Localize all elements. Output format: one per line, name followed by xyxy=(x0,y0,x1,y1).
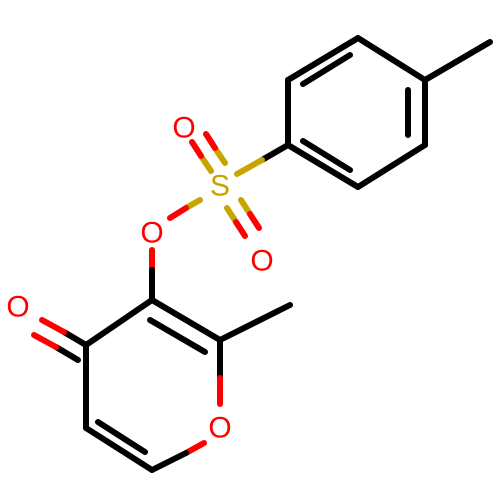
atom-oxygen-ring: O xyxy=(208,412,231,445)
bond-ring-a-inner-2 xyxy=(300,138,353,173)
bond-c6-c5 xyxy=(83,425,155,473)
bond-c4-o-2a xyxy=(53,344,81,363)
bond-s-o-ester-b xyxy=(167,205,189,221)
bond-ring-a-1 xyxy=(355,35,428,83)
bond-c3-c2 xyxy=(149,297,223,343)
bond-aryl-methyl xyxy=(422,39,493,83)
bond-o-c6-a xyxy=(183,440,207,456)
bond-c4-o-2b xyxy=(31,332,59,350)
bond-ring-a-3 xyxy=(355,142,428,190)
bond-s-o-bottom-2b xyxy=(247,211,262,231)
bond-c4-o-1a xyxy=(61,329,89,348)
bond-c3-c2-inner xyxy=(147,317,208,355)
bond-s-o-top-2b xyxy=(203,131,218,151)
bond-ring-a-4 xyxy=(285,142,361,190)
bond-ring-a-inner-3 xyxy=(300,52,353,87)
atom-oxygen-ester: O xyxy=(140,217,163,250)
bond-s-o-top-2a xyxy=(212,145,228,166)
bond-s-o-top-1a xyxy=(198,153,214,174)
atom-sulfur: S xyxy=(210,170,230,203)
bond-s-o-top-1b xyxy=(189,139,204,159)
atom-oxygen-sulfonyl-bottom: O xyxy=(250,245,273,278)
bond-aryl-sulfur-a xyxy=(259,142,291,163)
atom-oxygen-carbonyl: O xyxy=(6,291,29,324)
bond-aryl-sulfur-b xyxy=(234,157,265,177)
bond-o-c6-b xyxy=(149,450,189,473)
atom-oxygen-sulfonyl-top: O xyxy=(172,112,195,145)
bond-s-o-bottom-1b xyxy=(233,219,248,239)
bond-c2-methyl xyxy=(217,302,293,343)
bond-c4-o-1b xyxy=(39,317,67,335)
bond-ring-a-6 xyxy=(285,35,361,83)
bond-c6-c5-inner xyxy=(95,419,148,455)
bond-c4-c3 xyxy=(83,297,155,348)
